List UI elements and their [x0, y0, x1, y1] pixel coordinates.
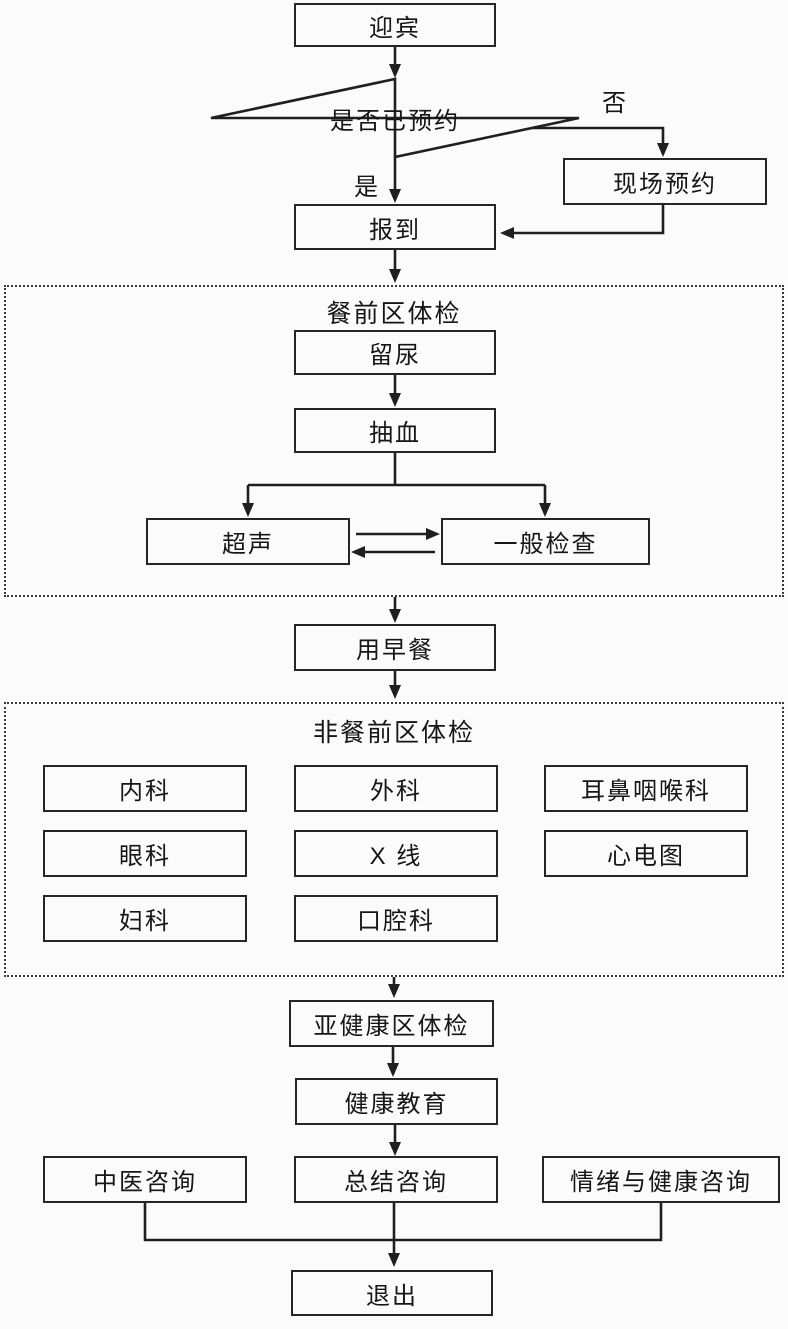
node-onsite-booking: 现场预约	[563, 158, 767, 205]
edge-no-branch	[532, 126, 669, 157]
dept-ecg: 心电图	[544, 830, 748, 877]
dept-internal-medicine: 内科	[43, 765, 247, 812]
zone-non-premeal	[4, 702, 784, 977]
node-general-exam: 一般检查	[441, 518, 650, 565]
zone-premeal	[4, 285, 784, 597]
node-subhealth-exam: 亚健康区体检	[289, 1000, 494, 1047]
node-ultrasound: 超声	[146, 518, 350, 565]
node-exit: 退出	[291, 1270, 493, 1316]
node-health-education: 健康教育	[295, 1078, 498, 1125]
decision-diamond-shape	[210, 77, 580, 159]
edge-consult-merge	[143, 1203, 663, 1242]
node-tcm-consult: 中医咨询	[43, 1156, 247, 1203]
node-checkin: 报到	[294, 204, 496, 250]
dept-dental: 口腔科	[294, 895, 498, 942]
decision-diamond-label: 是否已预约	[330, 107, 460, 135]
dept-surgery: 外科	[294, 765, 498, 812]
zone-non-premeal-title: 非餐前区体检	[312, 719, 475, 747]
zone-premeal-title: 餐前区体检	[326, 300, 462, 328]
node-blood: 抽血	[294, 408, 496, 453]
node-breakfast: 用早餐	[294, 624, 496, 671]
dept-ent: 耳鼻咽喉科	[544, 765, 748, 812]
edge-label-yes: 是	[354, 173, 378, 201]
edge-onsite-checkin	[500, 205, 665, 239]
dept-ophthalmology: 眼科	[43, 830, 247, 877]
node-emotion-consult: 情绪与健康咨询	[542, 1156, 780, 1203]
node-welcome: 迎宾	[294, 3, 496, 47]
node-summary-consult: 总结咨询	[294, 1156, 498, 1203]
dept-gynecology: 妇科	[43, 895, 247, 942]
node-urine: 留尿	[294, 330, 496, 375]
edge-label-no: 否	[602, 89, 626, 117]
dept-xray: X 线	[294, 830, 498, 877]
edge-blood-split-trunk	[248, 453, 545, 487]
